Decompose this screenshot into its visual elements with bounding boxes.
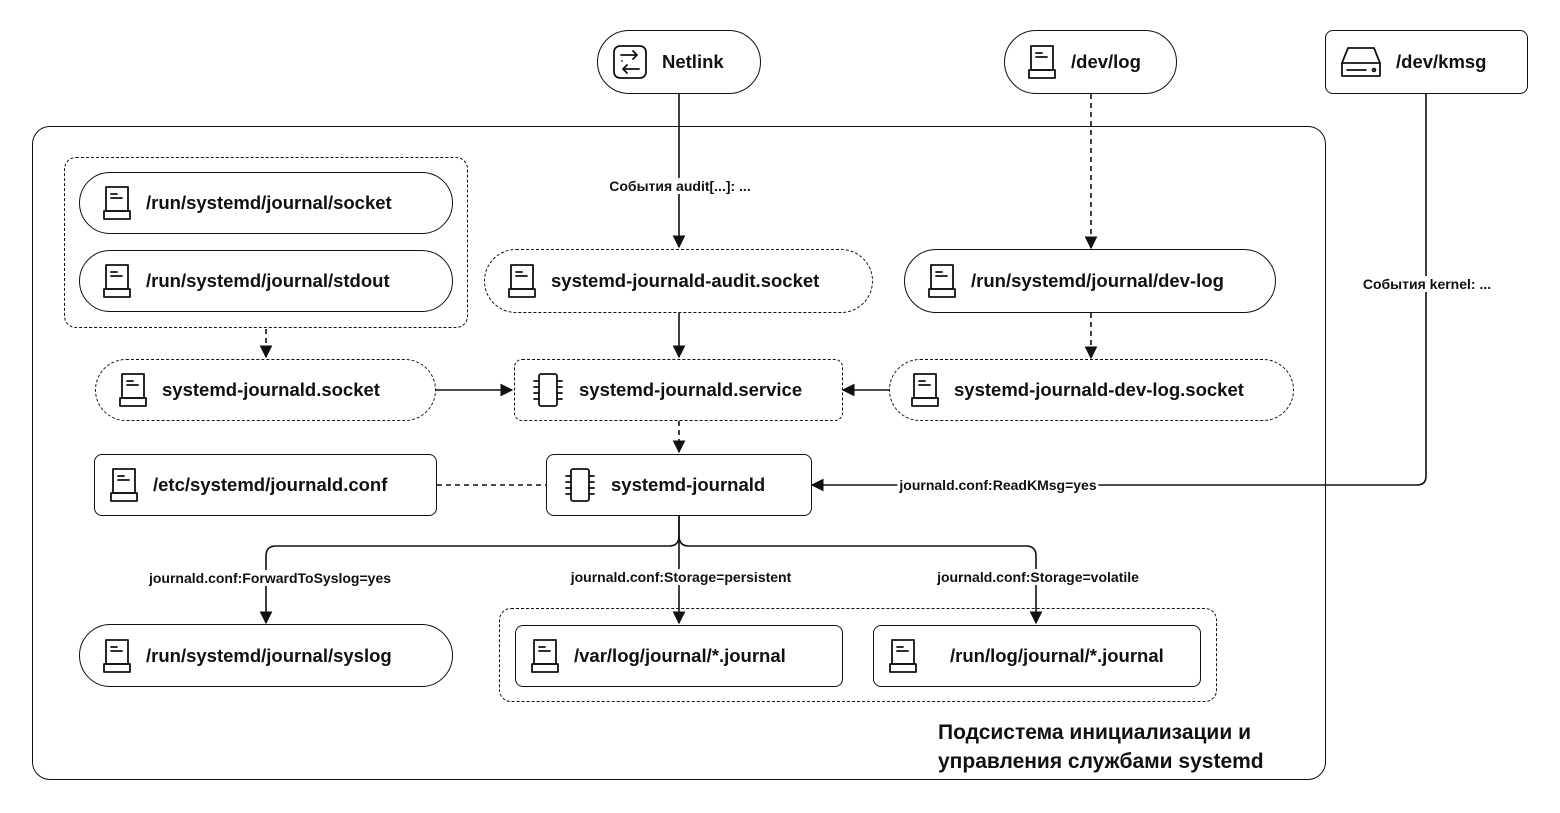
- file-icon: [888, 637, 918, 675]
- journald-node: systemd-journald: [546, 454, 812, 516]
- journald-service-label: systemd-journald.service: [579, 379, 803, 400]
- file-icon: [102, 637, 132, 675]
- dev-log-path-label: /run/systemd/journal/dev-log: [971, 270, 1224, 291]
- edge-label-read-kmsg: journald.conf:ReadKMsg=yes: [897, 477, 1099, 493]
- file-icon: [530, 637, 560, 675]
- edge-label-audit-events: События audit[...]: ...: [607, 178, 753, 194]
- netlink-node: Netlink: [597, 30, 761, 94]
- systemd-subsystem-title: Подсистема инициализации и управления сл…: [938, 718, 1264, 776]
- systemd-subsystem-title-line1: Подсистема инициализации и: [938, 721, 1251, 744]
- dev-kmsg-node: /dev/kmsg: [1325, 30, 1528, 94]
- file-icon: [927, 262, 957, 300]
- journal-storage-group: [499, 608, 1217, 702]
- edge-label-kernel-events: События kernel: ...: [1360, 276, 1494, 292]
- dev-log-socket-node: systemd-journald-dev-log.socket: [889, 359, 1294, 421]
- journal-stdout-node: /run/systemd/journal/stdout: [79, 250, 453, 312]
- file-icon: [102, 184, 132, 222]
- journald-conf-label: /etc/systemd/journald.conf: [153, 474, 388, 495]
- syslog-label: /run/systemd/journal/syslog: [146, 644, 392, 666]
- journal-socket-node: /run/systemd/journal/socket: [79, 172, 453, 234]
- dev-kmsg-label: /dev/kmsg: [1396, 51, 1487, 72]
- journal-sockets-group: [64, 157, 468, 328]
- journald-socket-label: systemd-journald.socket: [162, 379, 380, 400]
- journal-socket-label: /run/systemd/journal/socket: [146, 192, 392, 213]
- file-icon: [910, 371, 940, 409]
- var-log-journal-node: /var/log/journal/*.journal: [515, 625, 843, 687]
- audit-socket-label: systemd-journald-audit.socket: [551, 270, 820, 291]
- hard-drive-icon: [1340, 45, 1382, 79]
- dev-log-socket-label: systemd-journald-dev-log.socket: [954, 379, 1244, 400]
- run-log-journal-label: /run/log/journal/*.journal: [950, 645, 1164, 666]
- file-icon: [102, 262, 132, 300]
- chip-icon: [563, 466, 597, 504]
- edge-label-storage-persistent: journald.conf:Storage=persistent: [568, 569, 794, 585]
- dev-log-label: /dev/log: [1071, 51, 1141, 72]
- dev-log-node: /dev/log: [1004, 30, 1177, 94]
- journal-stdout-label: /run/systemd/journal/stdout: [146, 270, 390, 291]
- syslog-node: /run/systemd/journal/syslog: [79, 624, 453, 687]
- edge-kmsg-journald: [810, 94, 1427, 492]
- dev-log-path-node: /run/systemd/journal/dev-log: [904, 249, 1276, 313]
- edge-label-forward-syslog: journald.conf:ForwardToSyslog=yes: [146, 570, 394, 586]
- network-switch-icon: [612, 44, 648, 80]
- netlink-label: Netlink: [662, 51, 724, 72]
- journald-socket-node: systemd-journald.socket: [95, 359, 436, 421]
- file-icon: [1027, 43, 1057, 81]
- systemd-subsystem-title-line2: управления службами systemd: [938, 750, 1264, 773]
- file-icon: [109, 466, 139, 504]
- journald-label: systemd-journald: [611, 474, 766, 495]
- journald-service-node: systemd-journald.service: [514, 359, 843, 421]
- var-log-journal-label: /var/log/journal/*.journal: [574, 645, 786, 666]
- chip-icon: [531, 371, 565, 409]
- file-icon: [118, 371, 148, 409]
- run-log-journal-node: /run/log/journal/*.journal: [873, 625, 1201, 687]
- file-icon: [507, 262, 537, 300]
- edge-label-storage-volatile: journald.conf:Storage=volatile: [935, 569, 1141, 585]
- journald-conf-node: /etc/systemd/journald.conf: [94, 454, 437, 516]
- audit-socket-node: systemd-journald-audit.socket: [484, 249, 873, 313]
- edge-journald-volatile: [678, 535, 1043, 625]
